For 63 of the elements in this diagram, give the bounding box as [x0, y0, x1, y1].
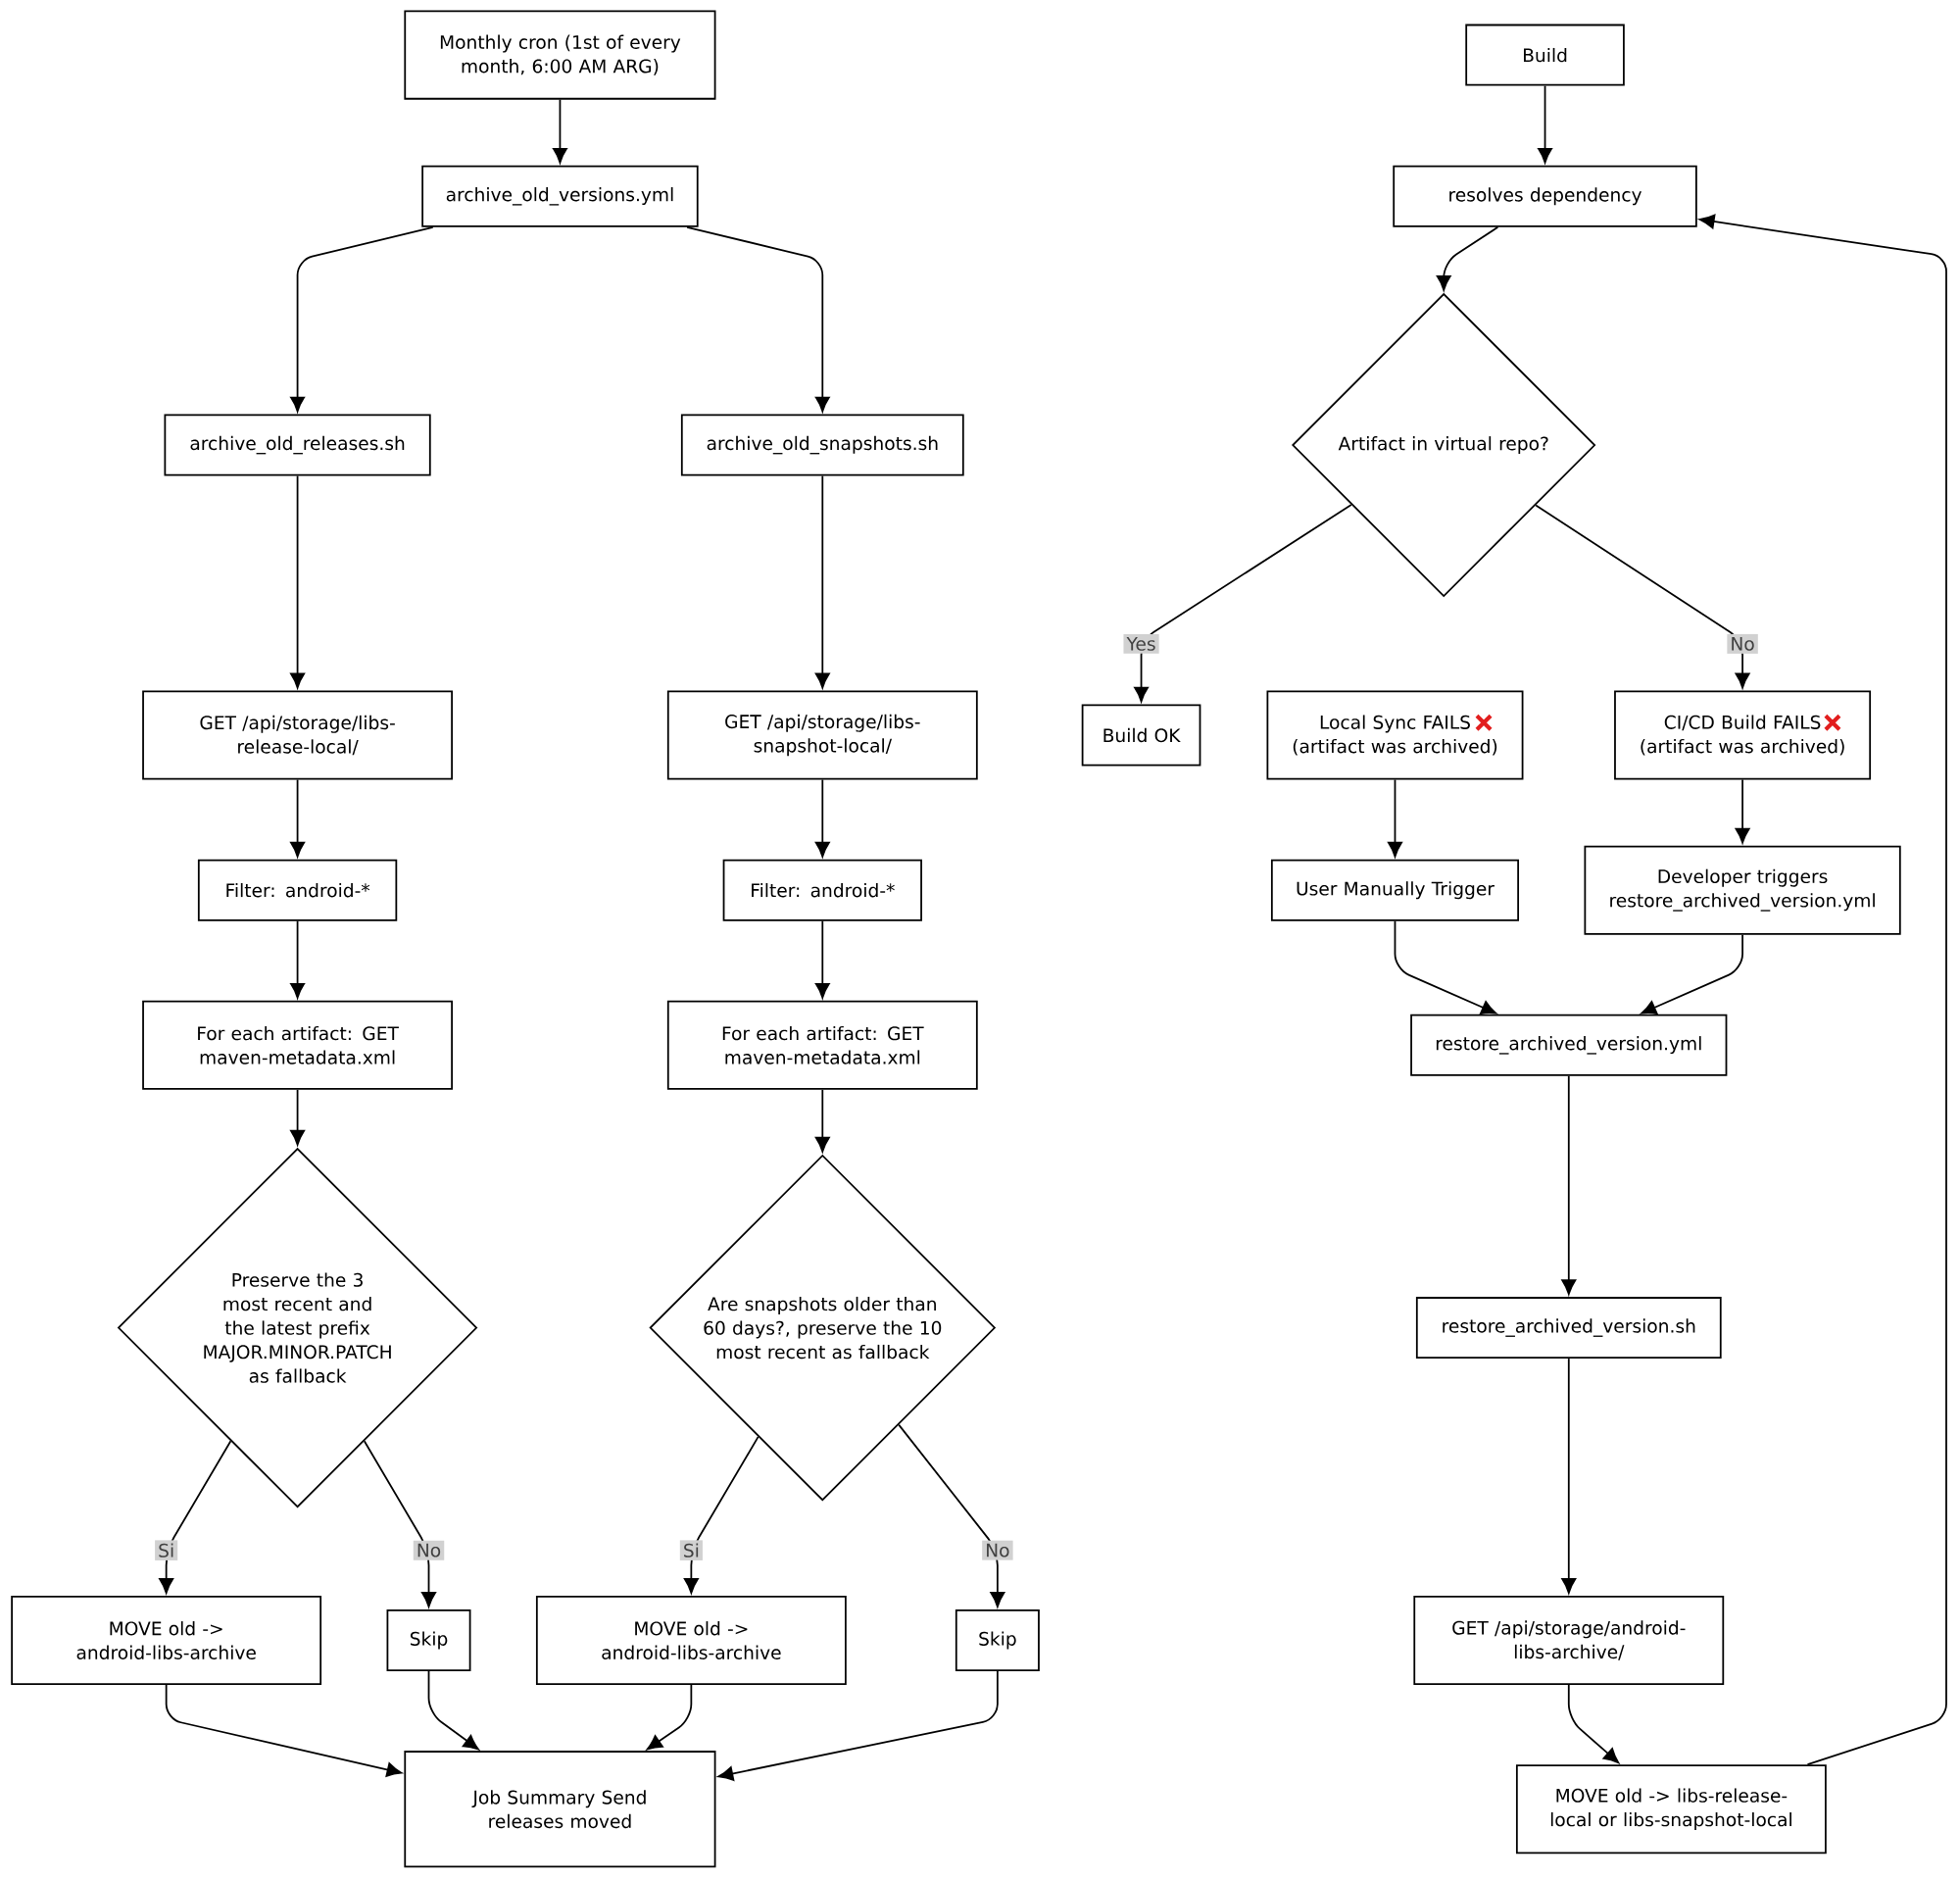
arrow	[814, 919, 830, 999]
arrow	[290, 1088, 305, 1146]
edge-label: Si	[679, 1540, 703, 1560]
process-box: Build	[1465, 24, 1625, 86]
arrow	[1394, 919, 1497, 1014]
edge-label: No	[982, 1540, 1013, 1560]
arrow	[814, 474, 830, 689]
process-box: MOVE old -> android-libs-archive	[535, 1595, 847, 1685]
arrow	[165, 1683, 403, 1777]
edge-label: No	[413, 1540, 445, 1560]
edge-label: No	[1727, 633, 1758, 654]
process-box: MOVE old -> libs-release-local or libs-snapshot-local	[1515, 1763, 1827, 1855]
arrow	[290, 474, 305, 689]
process-box: Filter: android-*	[197, 859, 398, 921]
arrow	[1134, 503, 1352, 703]
process-box: archive_old_releases.sh	[164, 414, 431, 476]
process-box: For each artifact: GET maven-metadata.xml	[142, 1000, 453, 1090]
process-box: restore_archived_version.yml	[1410, 1014, 1728, 1076]
process-box: MOVE old -> android-libs-archive	[11, 1595, 322, 1685]
arrow	[1535, 504, 1750, 689]
arrow	[427, 1669, 479, 1751]
process-box: Monthly cron (1st of every month, 6:00 AM ARG)	[404, 10, 716, 100]
process-box: Filter: android-*	[722, 859, 922, 921]
process-box: GET /api/storage/libs-release-local/	[142, 690, 453, 780]
process-box: Local Sync FAILS (artifact was archived)	[1266, 690, 1524, 780]
arrow	[814, 778, 830, 858]
arrow	[363, 1440, 436, 1608]
arrow	[290, 919, 305, 999]
arrow	[290, 778, 305, 858]
arrow	[1567, 1683, 1620, 1763]
process-box: resolves dependency	[1393, 165, 1697, 227]
arrow	[1388, 778, 1402, 858]
process-box: GET /api/storage/libs-snapshot-local/	[666, 690, 978, 780]
arrow	[717, 1669, 999, 1781]
process-box: GET /api/storage/android-libs-archive/	[1413, 1595, 1725, 1685]
arrow	[683, 1435, 760, 1594]
process-box: CI/CD Build FAILS (artifact was archived)	[1614, 690, 1872, 780]
arrow	[1698, 214, 1947, 1765]
process-box: Skip	[386, 1608, 471, 1671]
arrow	[290, 225, 434, 413]
arrow	[1735, 778, 1750, 844]
process-box: Job Summary Send releases moved	[404, 1750, 716, 1868]
process-box: Build OK	[1081, 704, 1201, 767]
arrow	[1436, 225, 1499, 291]
arrow	[1561, 1074, 1577, 1295]
arrow	[1561, 1358, 1577, 1594]
arrow	[553, 98, 567, 164]
process-box: Skip	[955, 1608, 1040, 1671]
process-box: archive_old_versions.yml	[421, 165, 699, 227]
arrow	[646, 1683, 693, 1751]
arrow	[159, 1440, 232, 1594]
edge-label: Si	[155, 1540, 178, 1560]
arrow	[686, 225, 830, 413]
process-box: restore_archived_version.sh	[1415, 1296, 1722, 1359]
arrow	[814, 1088, 830, 1153]
process-box: archive_old_snapshots.sh	[680, 414, 964, 476]
process-box: For each artifact: GET maven-metadata.xml	[666, 1000, 978, 1090]
arrow	[898, 1423, 1005, 1608]
arrow	[1538, 84, 1552, 164]
process-box: User Manually Trigger	[1270, 859, 1519, 921]
edge-label: Yes	[1123, 633, 1159, 654]
process-box: Developer triggers restore_archived_version.yml	[1584, 845, 1901, 935]
arrow	[1641, 933, 1743, 1014]
